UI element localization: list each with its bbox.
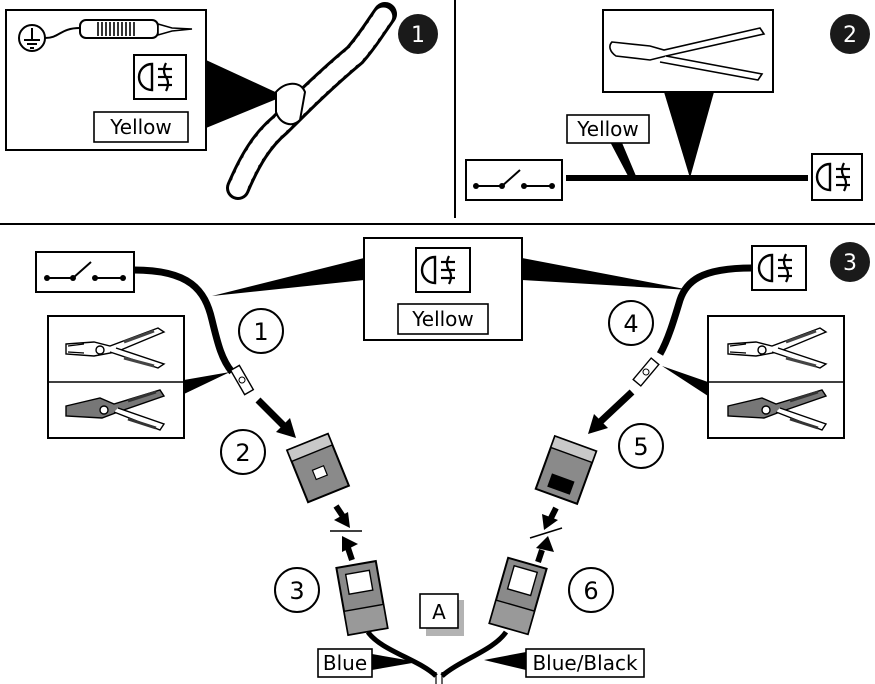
tool-pointer-right: [662, 366, 708, 396]
substep-number-1: 1: [253, 318, 268, 346]
substep-number-2: 2: [235, 439, 250, 467]
blue-black-wire: [440, 630, 509, 678]
yellow-label-box-2: [566, 114, 650, 144]
substep-number-5: 5: [633, 433, 648, 461]
connector-housing-left-upper: [285, 432, 351, 504]
insert-arrow-left: [255, 397, 296, 438]
mate-arrows-right: [529, 506, 563, 563]
blue-wire: [365, 630, 438, 678]
fog-light-icon: [751, 245, 807, 291]
yellow-label-1: Yellow: [109, 115, 172, 139]
panel-2: Yellow 2: [465, 9, 870, 201]
crimping-tools-right: [707, 315, 845, 439]
fog-light-icon: [811, 153, 863, 201]
callout-wedge-right: [522, 258, 690, 290]
yellow-label-2: Yellow: [576, 117, 639, 141]
callout-a-label: A: [432, 600, 446, 624]
switch-icon: [35, 251, 135, 293]
terminal-right: [632, 357, 660, 387]
ground-symbol-icon: [18, 24, 46, 52]
connector-housing-right-upper: [534, 434, 598, 506]
right-wire: [656, 264, 753, 356]
step-number-1: 1: [411, 23, 425, 48]
yellow-label-3: Yellow: [411, 307, 474, 331]
step-badge-3: [830, 242, 870, 282]
callout-wedge-1: [206, 60, 284, 128]
blue-black-label: Blue/Black: [532, 651, 638, 675]
step-badge-1: [398, 14, 438, 54]
substep-1: 1: [238, 308, 284, 354]
insert-arrow-right: [588, 389, 635, 434]
yellow-label-box-1: [93, 111, 189, 143]
yellow-pointer: [608, 138, 636, 176]
callout-wedge-left: [212, 258, 364, 296]
substep-6: 6: [568, 567, 614, 613]
step-badge-2: [830, 14, 870, 54]
blue-black-label-box: [525, 648, 645, 678]
blue-label-box: [317, 648, 373, 678]
wire-ends: [435, 672, 443, 684]
panel-3: 3 Yellow: [35, 237, 870, 684]
blue-label: Blue: [323, 651, 367, 675]
substep-number-6: 6: [583, 577, 598, 605]
tool-pointer-left: [184, 372, 230, 394]
substep-5: 5: [618, 423, 664, 469]
callout-wedge-2: [664, 92, 714, 178]
connector-housing-left-lower: [335, 559, 389, 637]
connector-housing-right-lower: [488, 556, 548, 636]
exposed-wire-tag: [275, 82, 307, 126]
substep-3: 3: [274, 567, 320, 613]
substep-number-3: 3: [289, 577, 304, 605]
switch-icon: [465, 159, 563, 201]
substep-4: 4: [608, 300, 654, 346]
wire-harness: [226, 2, 397, 200]
step-number-2: 2: [843, 23, 857, 48]
circuit-tester-icon: [44, 19, 193, 39]
blue-black-pointer: [484, 652, 526, 670]
yellow-label-box-3: [397, 303, 489, 335]
side-cutter-pliers-icon: [609, 27, 766, 81]
left-wire: [133, 266, 235, 375]
fog-light-icon: [133, 54, 187, 100]
fog-light-icon: [415, 247, 471, 293]
step-number-3: 3: [843, 251, 857, 276]
callout-a-box: [419, 593, 459, 629]
substep-2: 2: [220, 429, 266, 475]
crimping-tools-left: [47, 315, 185, 439]
substep-number-4: 4: [623, 310, 638, 338]
blue-pointer: [372, 654, 418, 670]
terminal-left: [229, 364, 255, 396]
panel-1: Yellow 1: [5, 2, 438, 200]
mate-arrows-left: [330, 504, 362, 561]
